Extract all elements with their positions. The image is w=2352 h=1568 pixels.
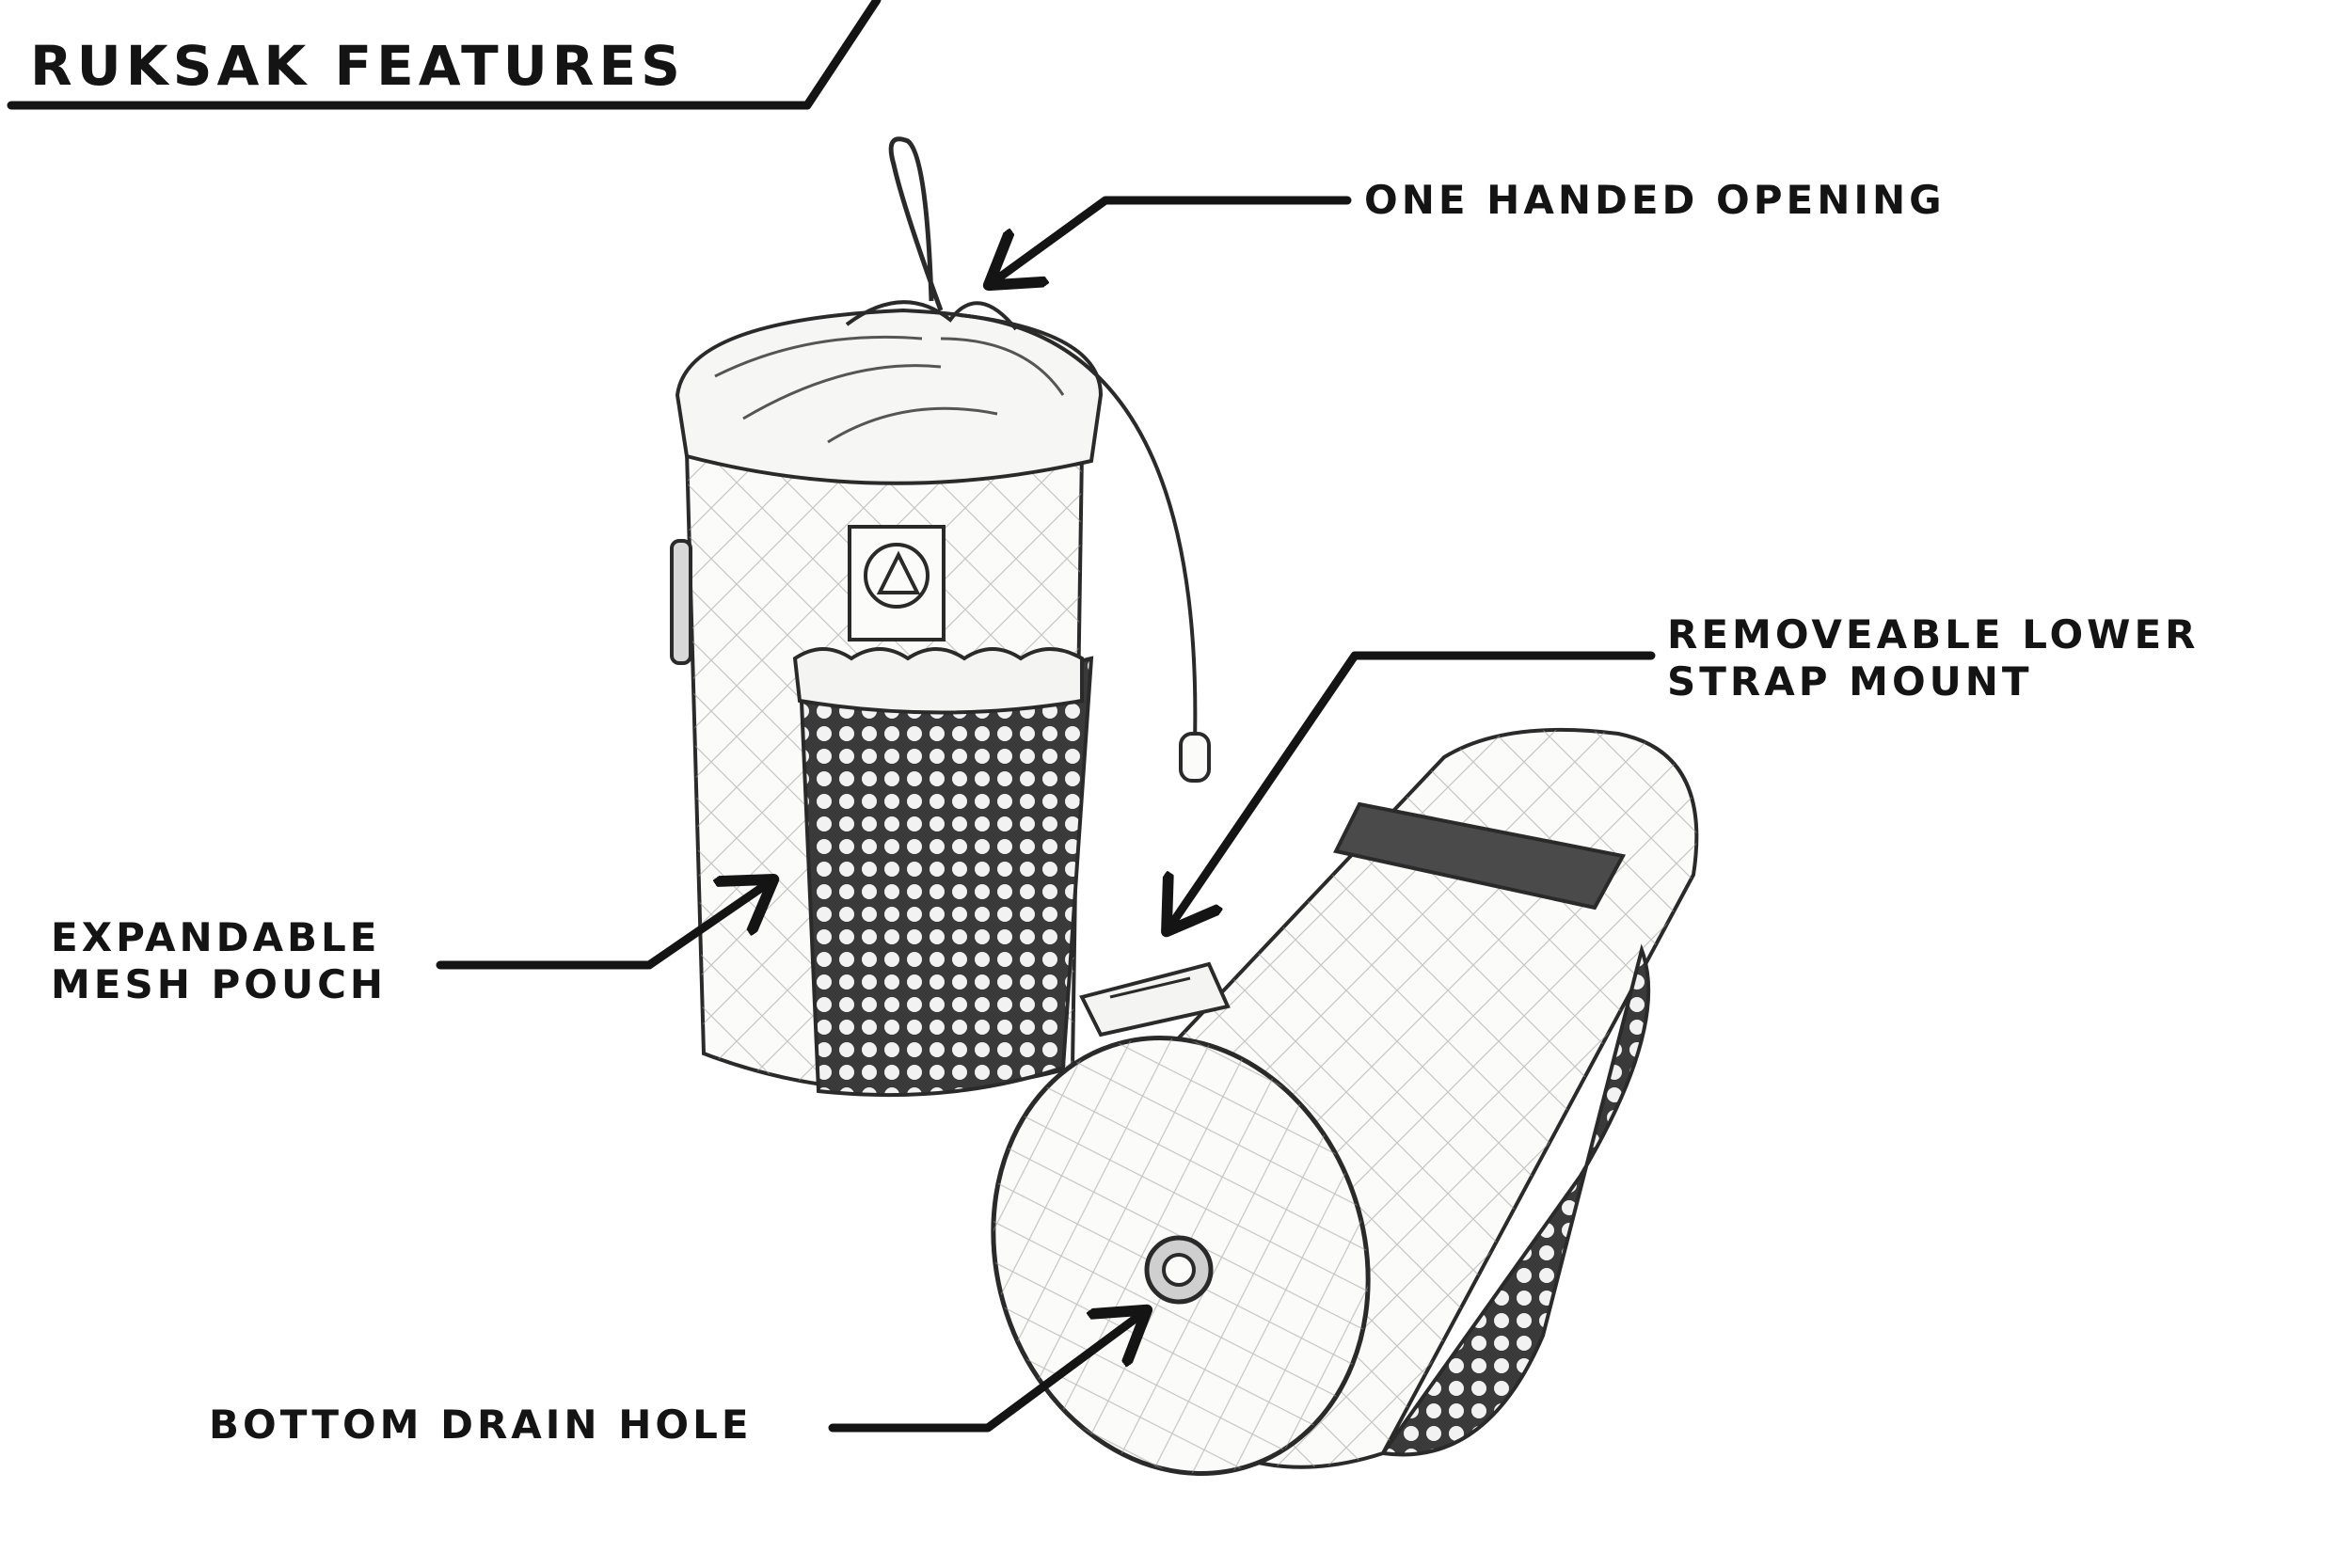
upright-bag [670, 136, 1211, 1098]
arrow-drain-hole [828, 1315, 1140, 1433]
arrow-strap-mount [1171, 651, 1656, 925]
title-underline [7, 0, 882, 110]
callout-strap-mount-line-1: REMOVEABLE LOWER [1667, 611, 2200, 657]
callout-strap-mount: REMOVEABLE LOWER STRAP MOUNT [1667, 611, 2200, 706]
callout-drain-hole: BOTTOM DRAIN HOLE [209, 1402, 753, 1448]
callout-mesh-pouch: EXPANDABLE MESH POUCH [51, 914, 387, 1009]
callout-mesh-pouch-line-1: EXPANDABLE [51, 914, 381, 960]
callout-strap-mount-line-2: STRAP MOUNT [1667, 658, 2033, 705]
arrow-mesh-pouch [436, 884, 767, 970]
callout-mesh-pouch-line-2: MESH POUCH [51, 961, 388, 1008]
page-title: RUKSAK FEATURES [30, 34, 685, 98]
arrow-one-handed [995, 196, 1352, 280]
callout-one-handed-opening: ONE HANDED OPENING [1364, 177, 1946, 223]
